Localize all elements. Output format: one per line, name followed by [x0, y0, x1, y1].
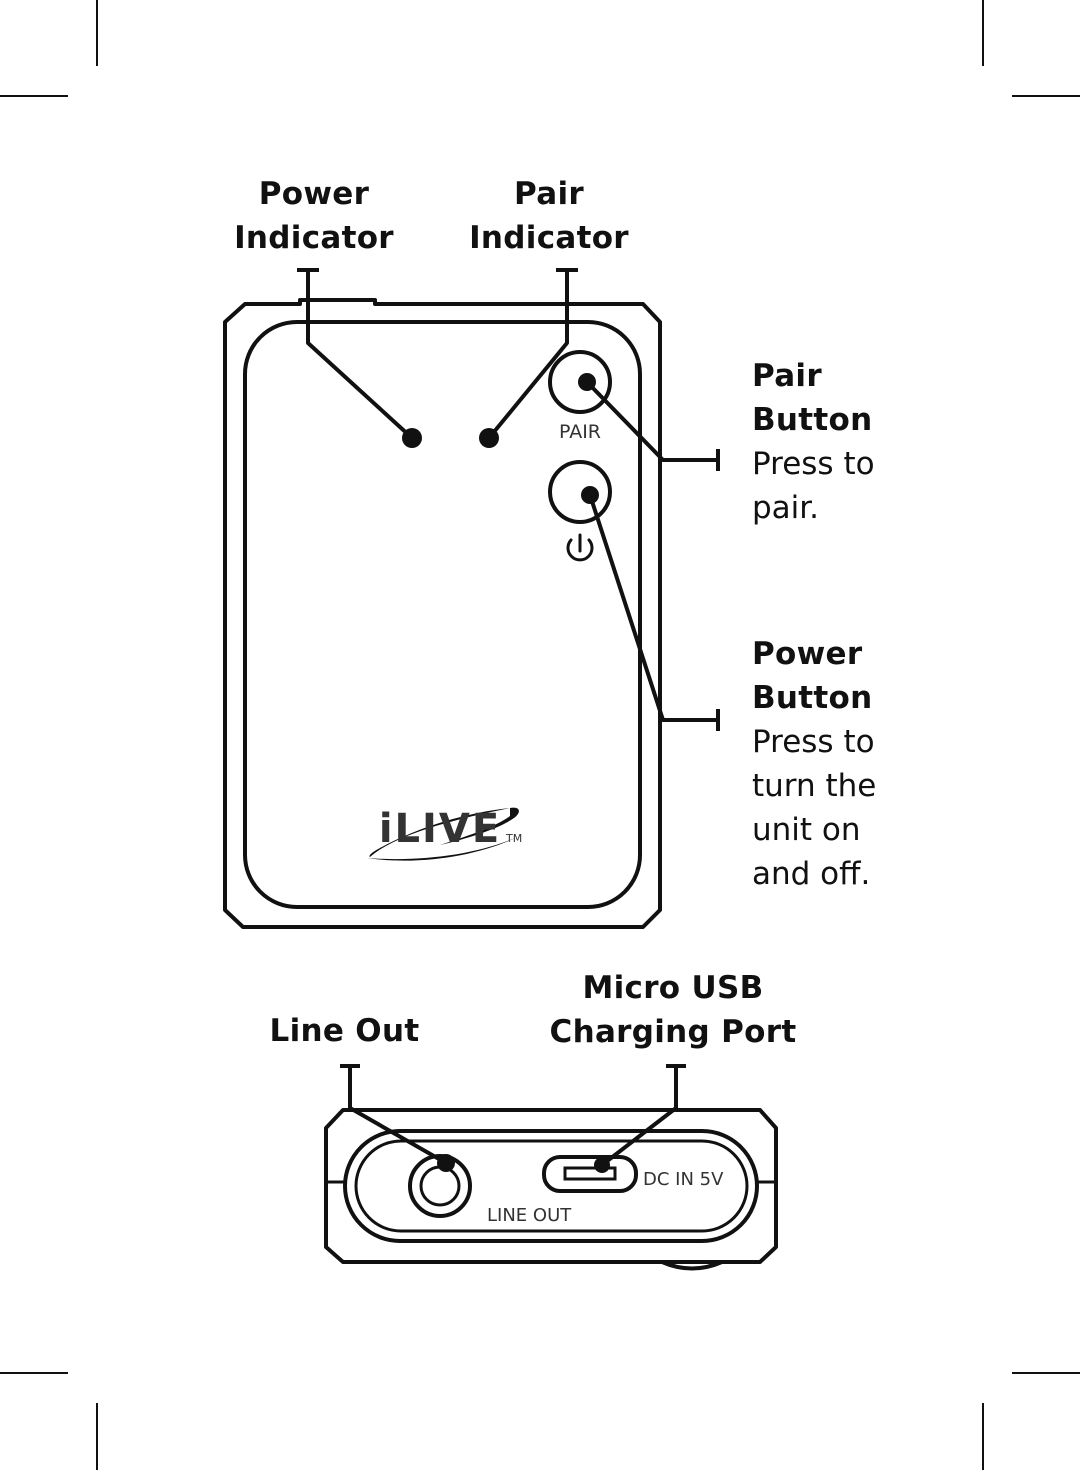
device-bottom [324, 1108, 778, 1271]
pair-indicator-label: Pair Indicator [469, 176, 629, 256]
trademark-mark: TM [505, 832, 522, 845]
pair-button-title: Pair Button [752, 358, 873, 438]
brand-logo [367, 807, 519, 861]
device-front [223, 298, 662, 929]
brand-logo-text: iLIVE [379, 806, 501, 852]
power-button-title: Power Button [752, 636, 873, 716]
power-icon [566, 533, 594, 562]
line-out-label: Line Out [269, 1013, 420, 1049]
line-out-print-label: LINE OUT [487, 1205, 572, 1226]
power-button [548, 460, 612, 524]
power-button-description: Press to turn the unit on and off. [752, 724, 877, 892]
dc-in-print-label: DC IN 5V [643, 1169, 724, 1190]
pair-print-label: PAIR [559, 421, 601, 443]
pair-button-description: Press to pair. [752, 446, 875, 526]
micro-usb-port [542, 1155, 638, 1193]
leader-lines-bottom [340, 1064, 686, 1167]
micro-usb-label: Micro USB Charging Port [549, 970, 797, 1050]
power-indicator-label: Power Indicator [234, 176, 394, 256]
leader-lines [297, 268, 720, 731]
